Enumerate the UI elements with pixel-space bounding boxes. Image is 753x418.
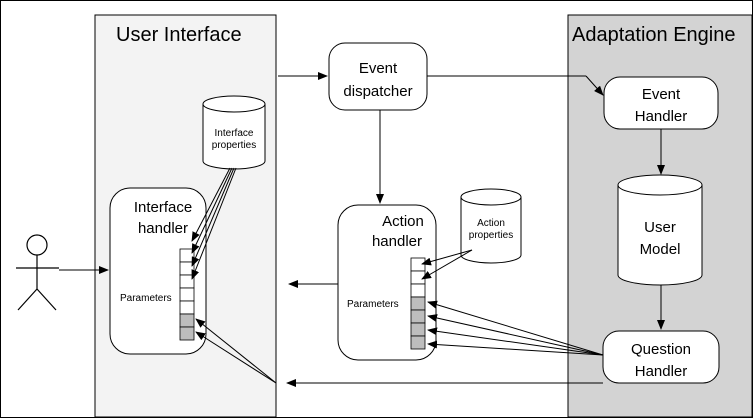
interface-handler-label-1: Interface — [134, 199, 192, 216]
connector-arrows — [59, 72, 665, 387]
interface-parameter-stack — [179, 248, 195, 341]
adaptation-engine-title: Adaptation Engine — [572, 24, 735, 46]
user-actor-icon — [16, 234, 59, 311]
action-handler-label-1: Action — [382, 213, 424, 230]
user-interface-title: User Interface — [116, 24, 242, 46]
action-properties-label-1: Action — [477, 218, 505, 229]
interface-handler-node: Interface handler Parameters — [109, 187, 207, 355]
interface-handler-label-2: handler — [138, 220, 188, 237]
action-handler-label-2: handler — [372, 233, 422, 250]
arrow-dispatcher-to-event-handler — [585, 75, 604, 96]
event-handler-label-2: Handler — [635, 108, 688, 125]
event-dispatcher-label-2: dispatcher — [343, 83, 412, 100]
action-properties-database: Action properties — [460, 188, 522, 264]
event-dispatcher-node: Event dispatcher — [328, 42, 428, 111]
user-model-label-2: Model — [640, 241, 681, 258]
action-parameter-stack — [410, 257, 426, 350]
action-handler-node: Action handler Parameters — [337, 204, 437, 361]
event-dispatcher-label-1: Event — [359, 60, 398, 77]
interface-properties-label-1: Interface — [215, 128, 254, 139]
action-parameters-label: Parameters — [347, 299, 399, 310]
question-handler-label-1: Question — [631, 341, 691, 358]
event-handler-label-1: Event — [642, 86, 681, 103]
interface-parameters-label: Parameters — [120, 293, 172, 304]
question-handler-label-2: Handler — [635, 363, 688, 380]
user-model-label-1: User — [644, 219, 676, 236]
user-model-database: User Model — [617, 174, 703, 286]
interface-properties-label-2: properties — [212, 140, 256, 151]
event-handler-node: Event Handler — [603, 76, 719, 130]
question-handler-node: Question Handler — [602, 330, 720, 384]
interface-properties-database: Interface properties — [202, 95, 266, 170]
action-properties-label-2: properties — [469, 230, 513, 241]
